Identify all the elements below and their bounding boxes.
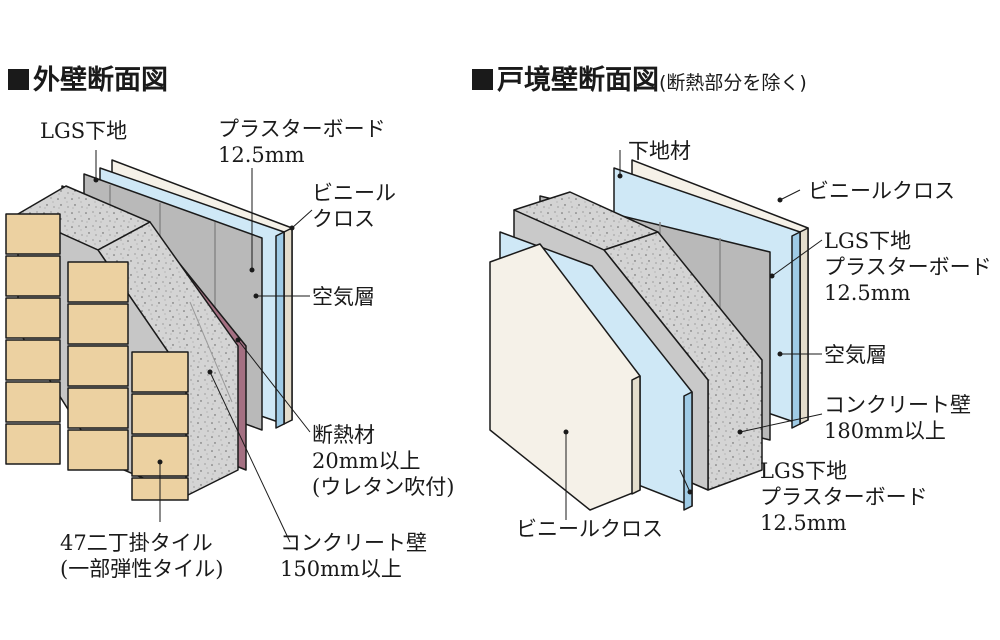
- leader-dots: [93, 173, 783, 495]
- label-concrete-wall: コンクリート壁 150mm以上: [280, 531, 427, 581]
- label-base-material: 下地材: [628, 139, 691, 163]
- party-wall-section: [489, 159, 809, 511]
- label-air-layer: 空気層: [312, 285, 375, 309]
- title-bullet-square: [8, 69, 29, 90]
- left-tiles: [5, 213, 189, 501]
- title-bullet-square: [472, 69, 493, 90]
- leader-lines: [95, 150, 823, 543]
- left-title-text: 外壁断面図: [33, 65, 168, 96]
- left-plasterboard-edge: [275, 231, 285, 429]
- label-vinyl-cloth-bottom: ビニールクロス: [516, 517, 663, 541]
- label-plasterboard: プラスターボード 12.5mm: [218, 117, 386, 167]
- label-lgs-base: LGS下地: [40, 119, 128, 143]
- label-vinyl-cloth: ビニール クロス: [312, 181, 396, 231]
- label-vinyl-cloth-top: ビニールクロス: [808, 179, 955, 203]
- right-title-text: 戸境壁断面図: [497, 65, 659, 96]
- left-cloth-edge: [283, 227, 293, 425]
- label-air-layer-right: 空気層: [824, 343, 887, 367]
- right-diagram-title: 戸境壁断面図(断熱部分を除く): [472, 58, 807, 97]
- label-insulation: 断熱材 20mm以上 (ウレタン吹付): [312, 423, 455, 499]
- label-lgs-plasterboard-bottom: LGS下地 プラスターボード 12.5mm: [760, 459, 928, 535]
- left-diagram-title: 外壁断面図: [8, 58, 168, 97]
- right-title-note: (断熱部分を除く): [659, 72, 807, 94]
- label-tile: 47二丁掛タイル (一部弾性タイル): [60, 531, 224, 581]
- label-concrete-wall-right: コンクリート壁 180mm以上: [824, 393, 971, 443]
- label-lgs-plasterboard-top: LGS下地 プラスターボード 12.5mm: [824, 229, 992, 305]
- exterior-wall-section: [5, 159, 293, 501]
